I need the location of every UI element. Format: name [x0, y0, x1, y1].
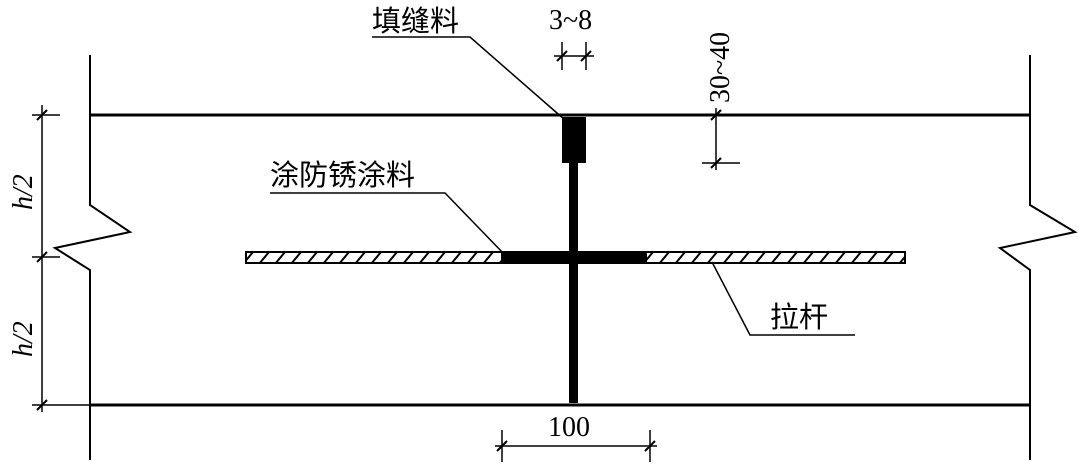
- thickness-dimension: [32, 105, 90, 412]
- gap-width-value: 3~8: [549, 5, 592, 36]
- tie-bar: [245, 251, 906, 264]
- antirust-coating-label: 涂防锈涂料: [270, 159, 415, 192]
- label-leaders: [270, 36, 855, 336]
- sealant-label: 填缝料: [372, 5, 459, 38]
- half-thickness-bottom-label: h/2: [8, 321, 39, 357]
- coated-length-value: 100: [548, 412, 590, 443]
- joint: [562, 117, 586, 403]
- joint-crack: [569, 163, 578, 403]
- half-thickness-top-label: h/2: [8, 174, 39, 210]
- sealant-depth-dimension: [702, 108, 740, 170]
- sealant-depth-value: 30~40: [705, 32, 736, 103]
- gap-width-dimension: [554, 42, 594, 70]
- tie-bar-left-hatched: [245, 251, 503, 264]
- tie-bar-right-hatched: [645, 251, 906, 264]
- coated-length-dimension: [495, 430, 657, 462]
- tie-bar-label: 拉杆: [770, 301, 828, 334]
- sealant-block: [562, 117, 586, 163]
